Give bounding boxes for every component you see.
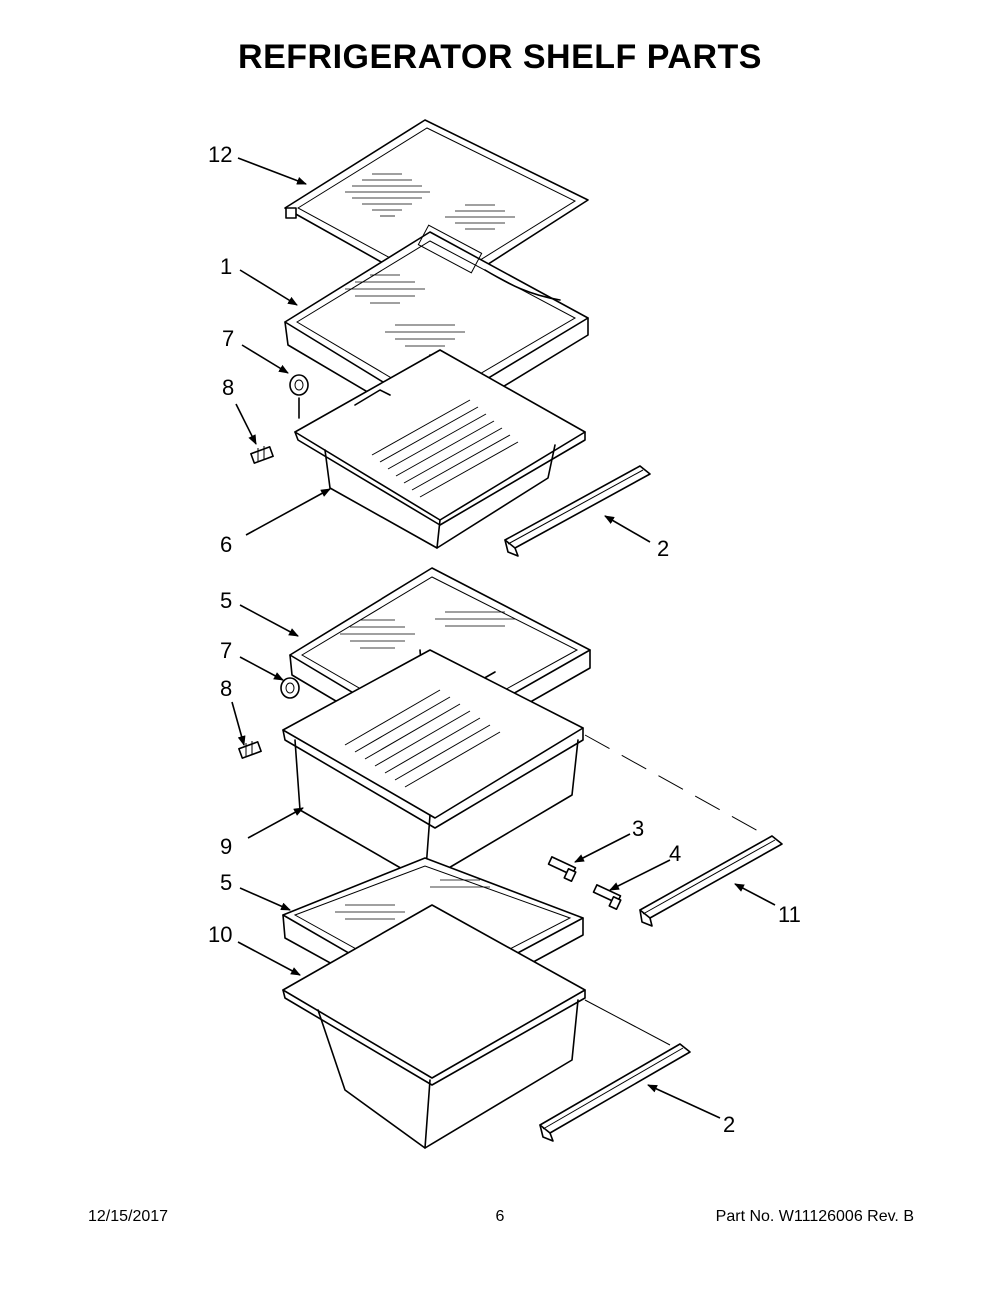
footer-page-number: 6 [495, 1208, 505, 1225]
callout-9: 9 [220, 834, 232, 859]
footer-date: 12/15/2017 [88, 1208, 169, 1225]
callout-8-lower: 8 [220, 676, 232, 701]
callout-4: 4 [669, 841, 681, 866]
callout-1: 1 [220, 254, 232, 279]
callout-7-lower: 7 [220, 638, 232, 663]
callout-arrows [231, 157, 776, 1119]
part-12-glass-shelf [284, 119, 589, 296]
part-2-rail-lower [539, 1043, 691, 1142]
part-7-wheel-upper [289, 374, 309, 419]
part-6-crisper-drawer [294, 349, 586, 549]
callout-11: 11 [778, 902, 801, 927]
part-2-rail-upper [504, 465, 651, 557]
callout-12: 12 [208, 142, 232, 167]
part-3-bracket [547, 856, 577, 883]
page-title: REFRIGERATOR SHELF PARTS [238, 38, 762, 76]
callout-6: 6 [220, 532, 232, 557]
callout-5-middle: 5 [220, 588, 232, 613]
callout-2-upper: 2 [657, 536, 669, 561]
callout-5-lower: 5 [220, 870, 232, 895]
part-8-stud-upper [250, 446, 274, 464]
part-8-stud-lower [238, 741, 262, 759]
callout-10: 10 [208, 922, 232, 947]
footer-part-number: Part No. W11126006 Rev. B [715, 1208, 914, 1225]
callout-8-upper: 8 [222, 375, 234, 400]
callout-7-upper: 7 [222, 326, 234, 351]
callout-3: 3 [632, 816, 644, 841]
part-4-bracket [592, 884, 622, 911]
part-11-rail [584, 734, 783, 927]
part-7-wheel-lower [280, 677, 300, 699]
part-10-drawer [282, 904, 671, 1149]
part-9-deli-drawer [282, 649, 584, 883]
callout-2-lower: 2 [723, 1112, 735, 1137]
